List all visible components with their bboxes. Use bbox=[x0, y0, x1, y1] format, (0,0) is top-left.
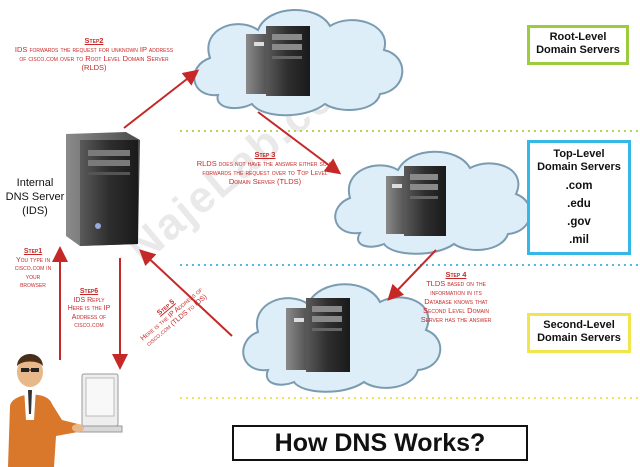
sld-server-icon bbox=[286, 298, 350, 372]
arrow-step5 bbox=[139, 249, 233, 337]
step4-text: Step 4 TLDS based on the information in … bbox=[420, 270, 492, 324]
arrow-step4 bbox=[387, 249, 437, 301]
step6-text: Step6 IDS Reply Here is the IP Address o… bbox=[67, 288, 111, 329]
arrow-step2 bbox=[123, 69, 200, 129]
server-label-line2: DNS Server bbox=[5, 191, 65, 203]
step2-text: Step2 IDS forwards the request for unkno… bbox=[14, 36, 174, 72]
internal-dns-server-label: Internal DNS Server (IDS) bbox=[2, 176, 68, 218]
tld-extension: .gov bbox=[567, 216, 591, 228]
second-level-label: Second-Level Domain Servers bbox=[527, 313, 631, 353]
tld-server-icon bbox=[386, 166, 446, 236]
root-level-label: Root-Level Domain Servers bbox=[527, 25, 629, 65]
server-label-line3: (IDS) bbox=[22, 205, 48, 217]
internal-dns-server-icon bbox=[66, 132, 140, 246]
tld-extension: .edu bbox=[567, 198, 591, 210]
arrow-step3 bbox=[257, 111, 342, 175]
user-at-computer-icon bbox=[8, 354, 123, 467]
top-level-label: Top-Level Domain Servers .com .edu .gov … bbox=[527, 140, 631, 255]
step1-text: Step1 You type in cisco.com in your brow… bbox=[14, 248, 52, 289]
server-label-line1: Internal bbox=[16, 177, 54, 189]
root-server-icon bbox=[246, 26, 310, 96]
diagram-title: How DNS Works? bbox=[232, 425, 528, 461]
tld-extension: .com bbox=[565, 180, 593, 192]
arrows bbox=[52, 69, 437, 370]
step3-text: Step 3 RLDS does not have the answer eit… bbox=[196, 150, 334, 186]
tld-extension: .mil bbox=[569, 234, 589, 246]
